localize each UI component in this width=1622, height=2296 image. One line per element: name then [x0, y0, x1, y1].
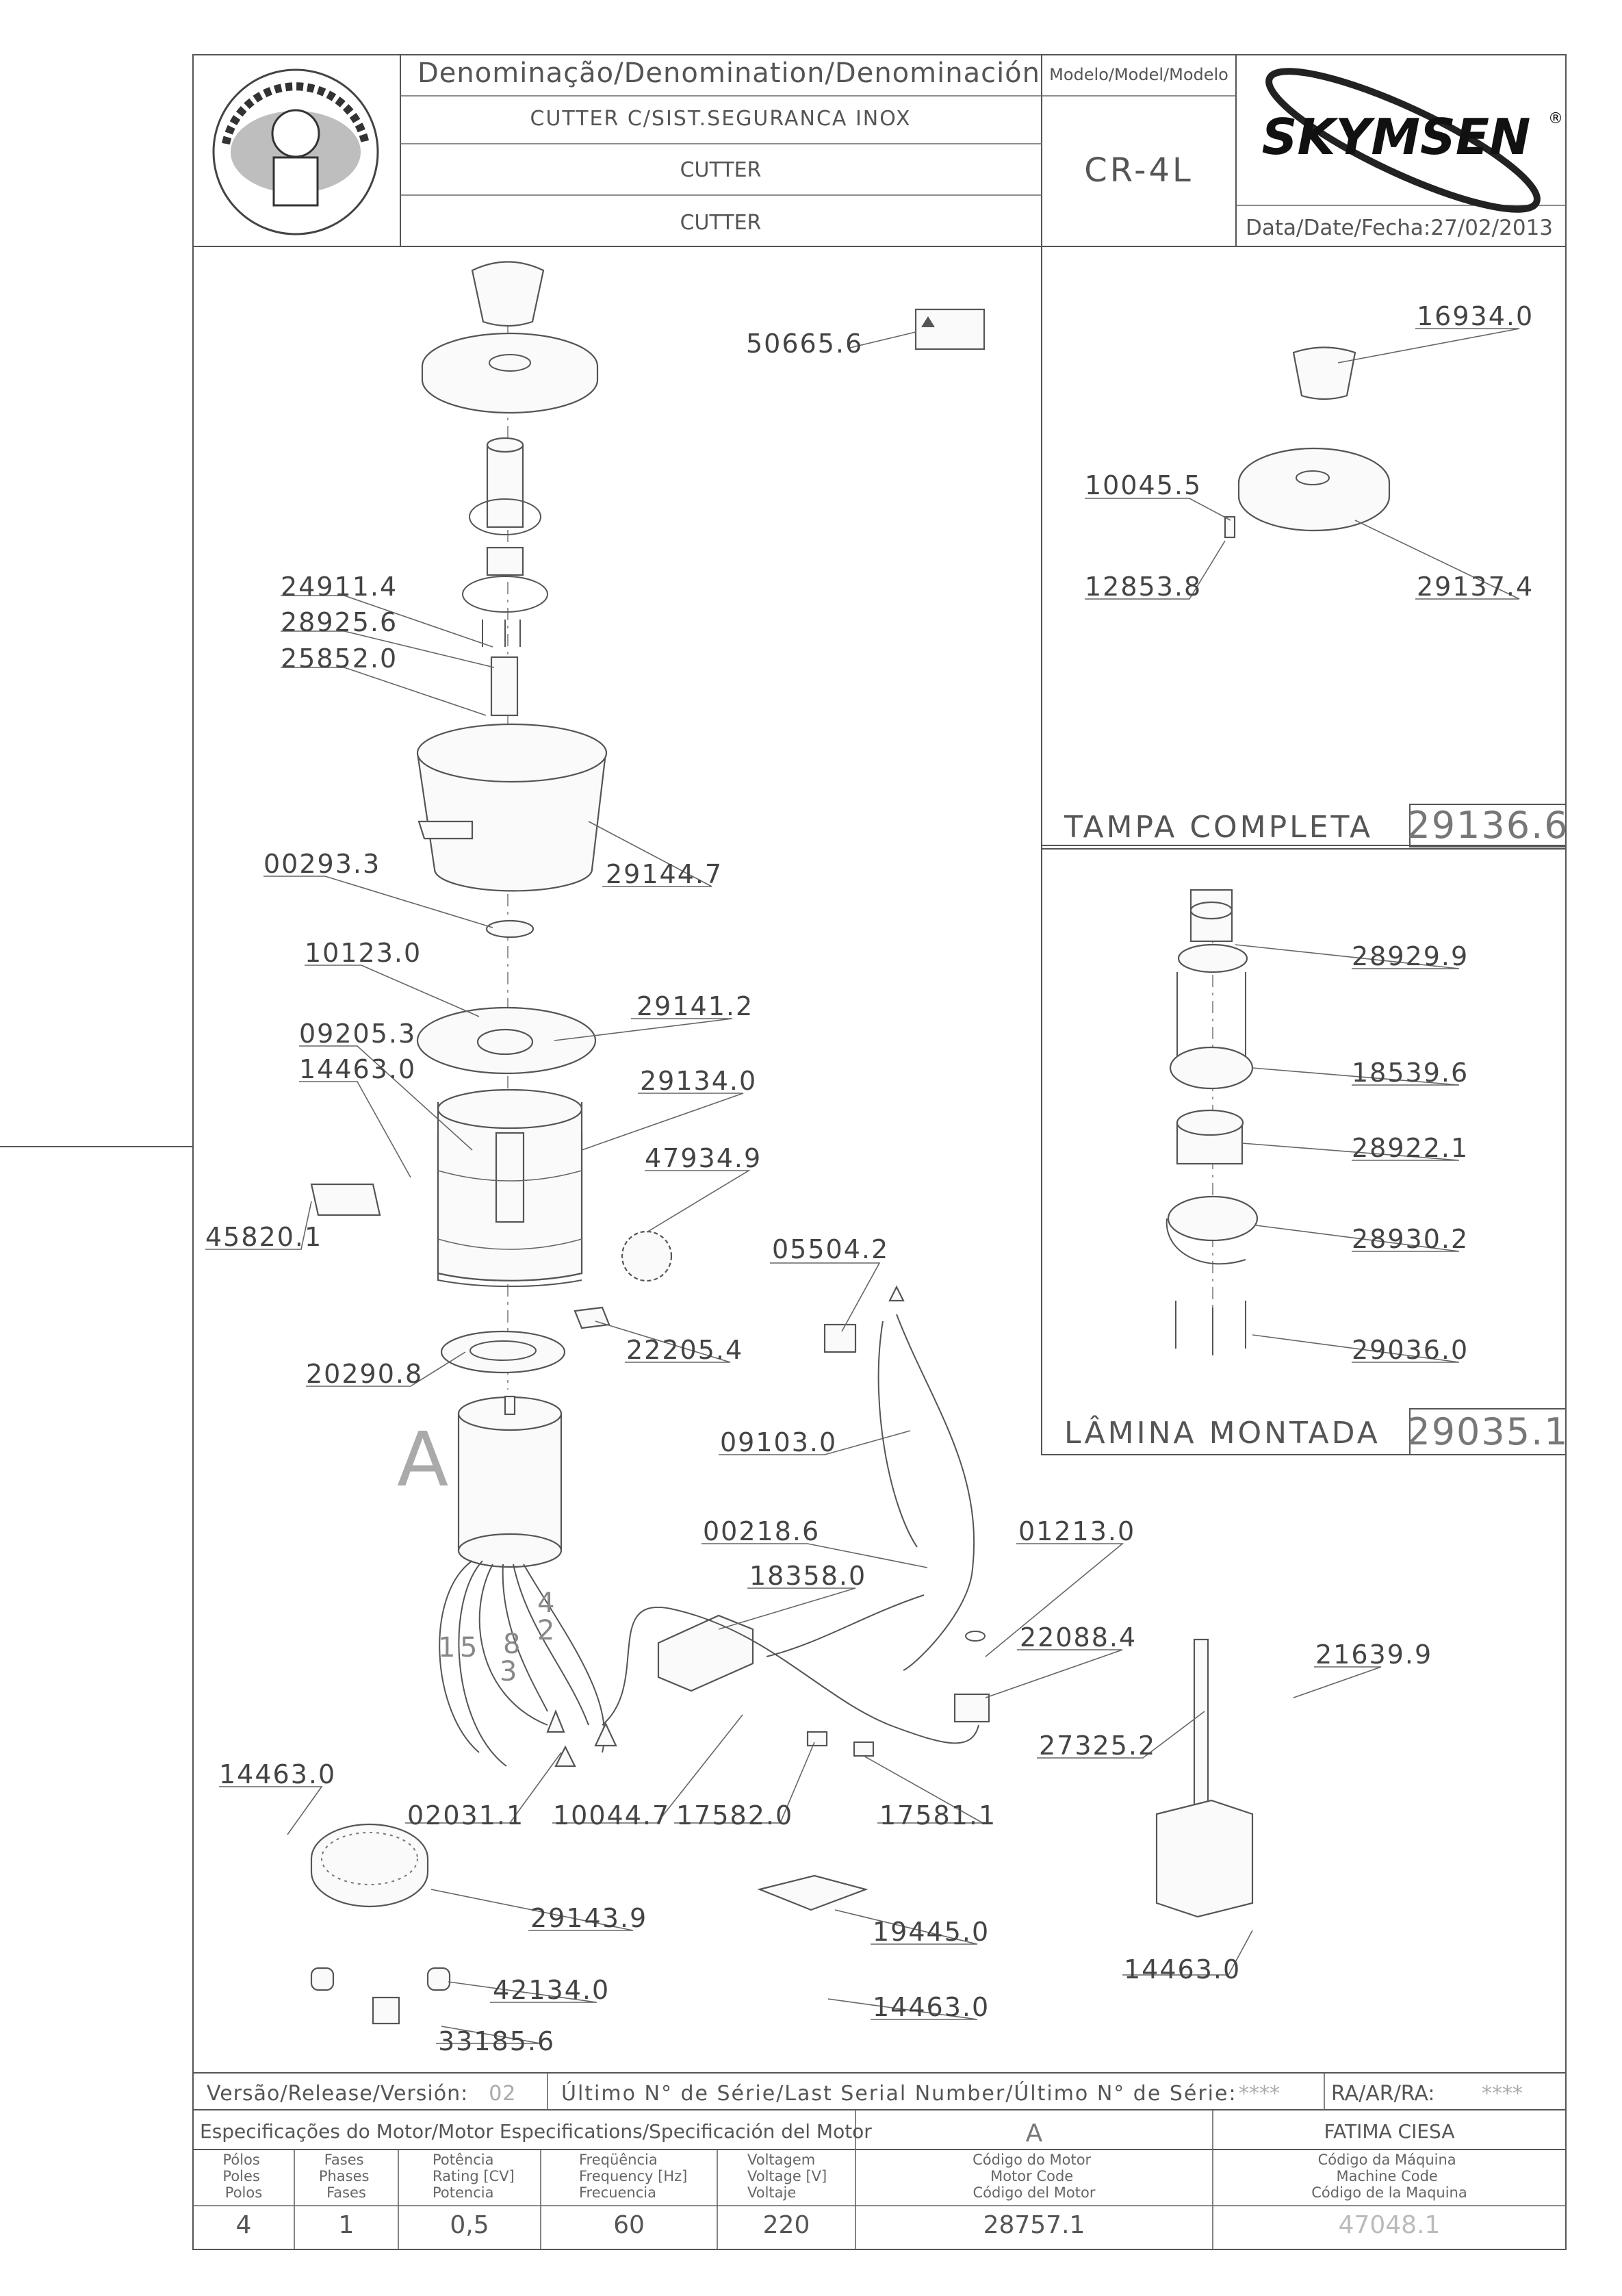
part-label: 17582.0 — [676, 1800, 793, 1831]
part-label: 24911.4 — [281, 572, 398, 602]
ra-label: RA/AR/RA: — [1331, 2082, 1434, 2106]
brand-logo: SKYMSEN ® — [1262, 68, 1563, 213]
brand-name: SKYMSEN — [1262, 108, 1531, 166]
serial-value: **** — [1239, 2082, 1280, 2106]
part-label: 16934.0 — [1417, 301, 1534, 331]
motor-spec-value: A — [1026, 2119, 1043, 2147]
wire-number-4: 4 — [537, 1587, 554, 1619]
part-label: 45820.1 — [205, 1222, 322, 1252]
part-label: 14463.0 — [219, 1759, 336, 1789]
lamina-montada-panel: 28929.9 18539.6 28922.1 28930.2 29036.0 … — [1064, 941, 1569, 1453]
denomination-es: CUTTER — [680, 211, 762, 235]
part-label: 29141.2 — [636, 991, 754, 1021]
part-label: 22205.4 — [626, 1335, 743, 1365]
model-value: CR-4L — [1084, 151, 1194, 190]
phases-value: 1 — [339, 2211, 355, 2239]
part-label: 29144.7 — [606, 859, 723, 889]
part-label: 29143.9 — [530, 1903, 647, 1933]
part-label: 28922.1 — [1352, 1133, 1469, 1163]
part-label: 42134.0 — [493, 1975, 610, 2005]
col-machine-code-header: Código da Máquina Machine Code Código de… — [1311, 2152, 1467, 2201]
part-label: 10044.7 — [553, 1800, 670, 1831]
wire-number-1: 1 — [438, 1632, 455, 1663]
tampa-completa-panel: 16934.0 10045.5 12853.8 29137.4 TAMPA CO… — [1064, 301, 1569, 847]
part-label: 10045.5 — [1085, 470, 1202, 500]
part-label: 14463.0 — [299, 1054, 416, 1084]
col-rating-header: Potência Rating [CV] Potencia — [433, 2152, 519, 2201]
part-label: 21639.9 — [1315, 1640, 1432, 1670]
part-label: 28925.6 — [281, 607, 398, 637]
wire-number-2: 2 — [537, 1615, 554, 1646]
part-label: 29036.0 — [1352, 1335, 1469, 1365]
lamina-code: 29035.1 — [1406, 1410, 1569, 1453]
part-label: 14463.0 — [873, 1992, 990, 2022]
part-label: 28929.9 — [1352, 941, 1469, 971]
part-labels-main: 50665.6 24911.4 28925.6 25852.0 29144.7 … — [205, 329, 1432, 2056]
voltage-value: 220 — [763, 2211, 810, 2239]
col-poles-header: Pólos Poles Polos — [222, 2152, 264, 2201]
part-label: 02031.1 — [407, 1800, 524, 1831]
part-label: 19445.0 — [873, 1917, 990, 1947]
rating-value: 0,5 — [450, 2211, 489, 2239]
warning-sticker — [914, 308, 986, 350]
serial-label: Último N° de Série/Last Serial Number/Úl… — [561, 2080, 1237, 2106]
part-label: 17581.1 — [879, 1800, 996, 1831]
part-label: 01213.0 — [1018, 1516, 1135, 1546]
part-label: 29137.4 — [1417, 572, 1534, 602]
wire-number-8: 8 — [503, 1629, 520, 1660]
part-label: 09205.3 — [299, 1019, 416, 1049]
main-exploded-view: A 1 5 8 3 4 2 — [310, 261, 1391, 2025]
part-label: 33185.6 — [438, 2026, 555, 2056]
part-label: 10123.0 — [305, 938, 422, 968]
motor-code-value: 28757.1 — [983, 2211, 1085, 2239]
motor-spec-label: Especificações do Motor/Motor Especifica… — [200, 2120, 872, 2143]
part-label: 18358.0 — [749, 1561, 866, 1591]
part-label: 20290.8 — [306, 1359, 423, 1389]
poles-value: 4 — [236, 2211, 252, 2239]
authorized-service-seal — [212, 68, 379, 235]
denomination-pt: CUTTER C/SIST.SEGURANCA INOX — [530, 107, 912, 131]
part-label: 18539.6 — [1352, 1058, 1469, 1088]
part-label: 00218.6 — [703, 1516, 820, 1546]
denomination-en: CUTTER — [680, 158, 762, 182]
tampa-code: 29136.6 — [1406, 804, 1569, 847]
model-title: Modelo/Model/Modelo — [1049, 65, 1228, 84]
sheet-frame — [0, 54, 1567, 2250]
footer-block: Versão/Release/Versión:02 Último N° de S… — [200, 2080, 1523, 2239]
part-label: 05504.2 — [772, 1234, 889, 1264]
part-label: 29134.0 — [640, 1066, 757, 1096]
wire-number-3: 3 — [500, 1656, 517, 1687]
wire-number-5: 5 — [460, 1632, 477, 1663]
ra-value: **** — [1482, 2082, 1523, 2106]
part-label: 27325.2 — [1039, 1731, 1156, 1761]
col-voltage-header: Voltagem Voltage [V] Voltaje — [747, 2152, 832, 2201]
motor-label: A — [397, 1416, 448, 1503]
part-label: 09103.0 — [720, 1427, 837, 1457]
part-label: 47934.9 — [645, 1143, 762, 1173]
part-label: 25852.0 — [281, 643, 398, 674]
part-label: 22088.4 — [1020, 1622, 1137, 1653]
part-label: 12853.8 — [1085, 572, 1202, 602]
col-motor-code-header: Código do Motor Motor Code Código del Mo… — [973, 2152, 1096, 2201]
col-frequency-header: Freqüência Frequency [Hz] Frecuencia — [579, 2152, 692, 2201]
brand-registered-mark: ® — [1548, 110, 1563, 127]
part-label: 28930.2 — [1352, 1224, 1469, 1254]
lamina-title: LÂMINA MONTADA — [1064, 1414, 1380, 1451]
part-label: 00293.3 — [263, 849, 381, 879]
denomination-title: Denominação/Denomination/Denominación — [417, 58, 1040, 89]
tampa-title: TAMPA COMPLETA — [1064, 810, 1373, 845]
part-label: 50665.6 — [746, 329, 863, 359]
date-label: Data/Date/Fecha:27/02/2013 — [1246, 216, 1553, 240]
frequency-value: 60 — [613, 2211, 645, 2239]
col-phases-header: Fases Phases Fases — [319, 2152, 374, 2201]
version-label: Versão/Release/Versión:02 — [207, 2082, 516, 2106]
part-label: 14463.0 — [1124, 1954, 1241, 1985]
author-name: FATIMA CIESA — [1324, 2120, 1454, 2143]
leader-lines — [205, 328, 1520, 2044]
machine-code-value: 47048.1 — [1339, 2211, 1441, 2239]
